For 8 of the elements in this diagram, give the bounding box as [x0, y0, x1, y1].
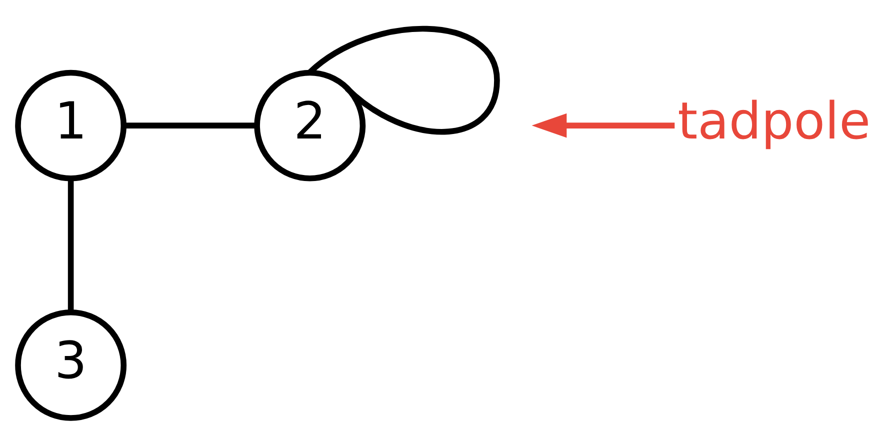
node-circle: 2 — [254, 70, 366, 182]
node-text: tadpole — [678, 92, 871, 152]
node-circle: 1 — [15, 70, 127, 182]
connector — [308, 26, 500, 135]
connector — [68, 178, 74, 313]
arrow — [532, 113, 675, 138]
node-circle: 3 — [15, 309, 127, 421]
connector — [124, 122, 257, 128]
